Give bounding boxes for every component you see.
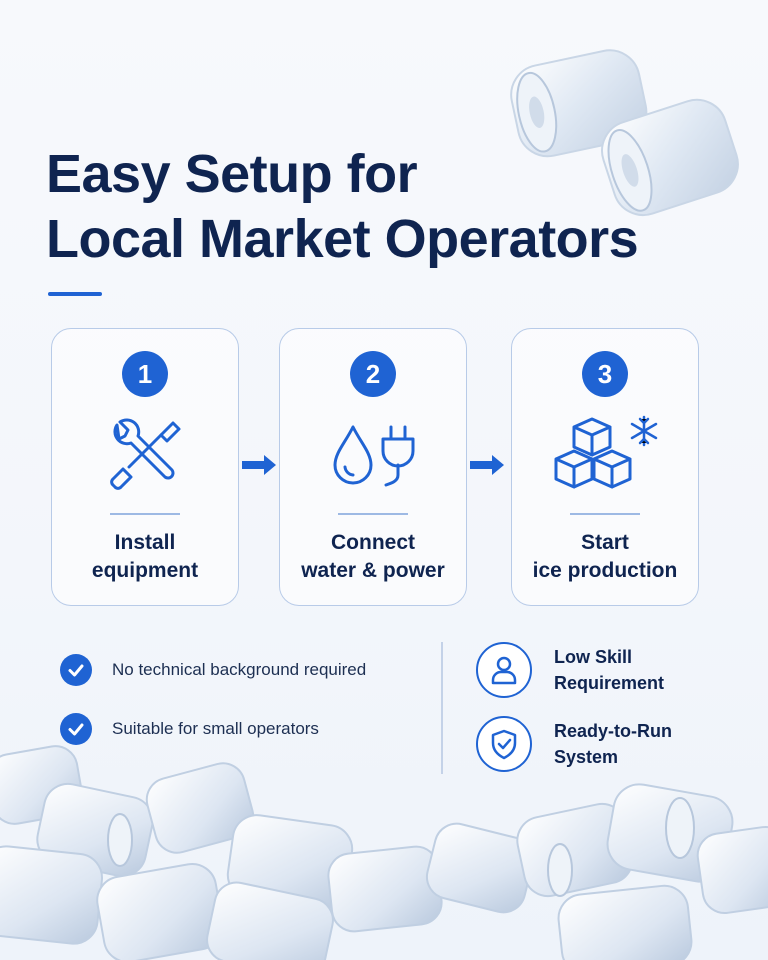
check-item: No technical background required (60, 653, 366, 687)
feature-ready-to-run: Ready-to-Run System (476, 716, 672, 772)
step-divider (570, 513, 640, 515)
title-underline (48, 292, 102, 296)
arrow-right-icon (470, 455, 504, 475)
shield-check-icon (476, 716, 532, 772)
ice-cubes-top-image (510, 49, 739, 217)
checkmark-icon (60, 654, 92, 686)
check-item-text: Suitable for small operators (112, 719, 319, 738)
step-label-connect: Connect water & power (301, 531, 445, 582)
step-number-badge: 2 (350, 351, 396, 397)
user-icon (476, 642, 532, 698)
feature-text: Low Skill Requirement (554, 647, 665, 693)
wrench-screwdriver-icon (110, 418, 181, 490)
check-item: Suitable for small operators (60, 712, 319, 746)
check-item-text: No technical background required (112, 660, 367, 679)
step-card-install: 1 Install equipment (51, 328, 239, 606)
ice-cubes-snowflake-icon (554, 415, 658, 489)
feature-text: Ready-to-Run System (554, 721, 672, 767)
step-card-connect: 2 Connect water & power (279, 328, 467, 606)
title-line-1: Easy Setup for (46, 144, 418, 204)
ice-cubes-pile-image (0, 745, 768, 960)
arrow-right-icon (242, 455, 276, 475)
step-number-badge: 3 (582, 351, 628, 397)
step-label-start: Start ice production (532, 531, 678, 582)
section-divider (441, 642, 443, 774)
step-divider (110, 513, 180, 515)
step-card-start: 3 Start ice production (511, 328, 699, 606)
step-number-badge: 1 (122, 351, 168, 397)
feature-low-skill: Low Skill Requirement (476, 642, 664, 698)
page-title: Easy Setup for Local Market Operators (46, 142, 726, 272)
step-divider (338, 513, 408, 515)
title-line-2: Local Market Operators (46, 208, 639, 269)
water-drop-plug-icon (333, 425, 415, 487)
checkmark-icon (60, 713, 92, 745)
step-label-install: Install equipment (91, 531, 199, 582)
